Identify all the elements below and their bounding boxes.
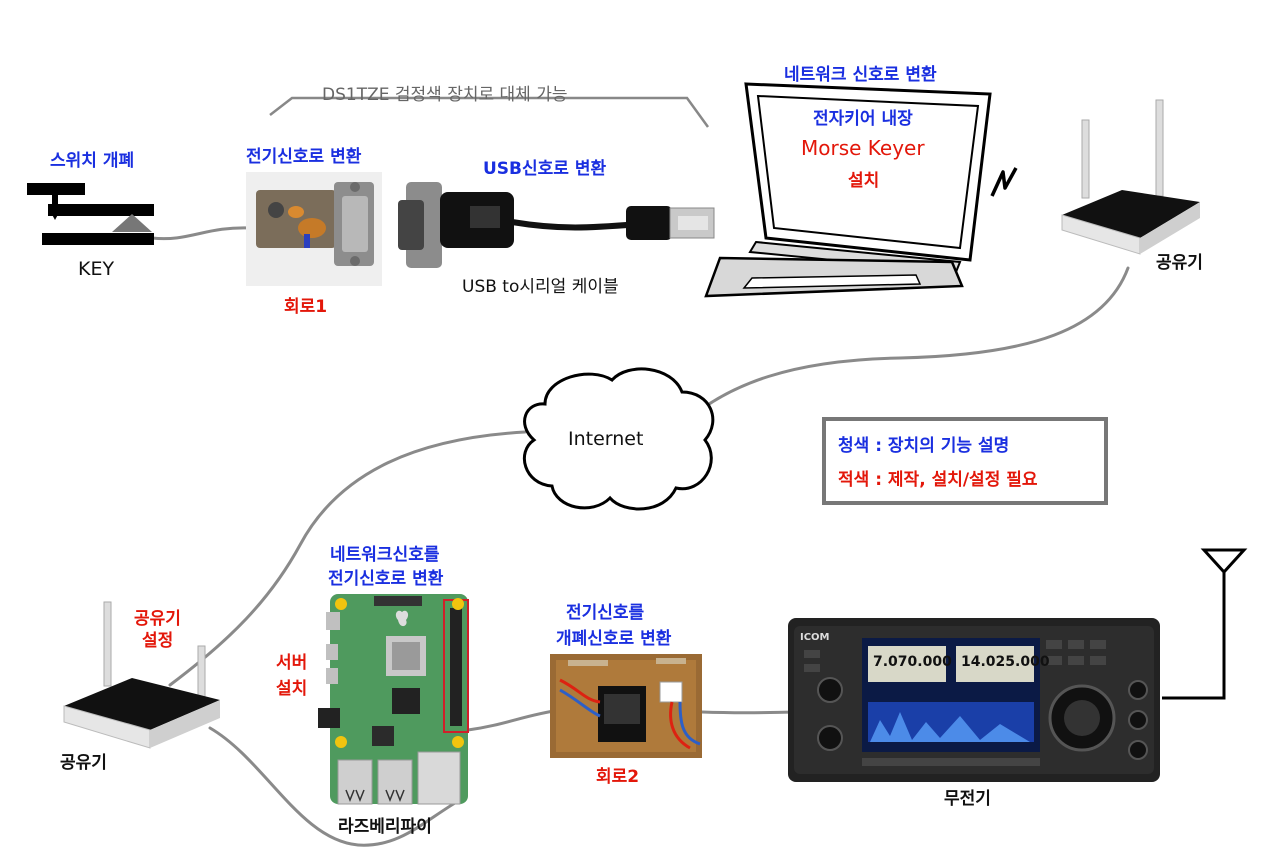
circuit1-label: 회로1 [284,297,328,317]
keyer-builtin-label: 전자키어 내장 [813,109,913,129]
cables [150,226,1130,847]
legend-blue-text: 청색 : 장치의 기능 설명 [838,436,1010,456]
rpi-func-line1: 네트워크신호를 [330,545,440,565]
radio-label: 무전기 [944,789,991,809]
install-label: 설치 [848,171,880,191]
router-setting-line2: 설정 [142,631,174,651]
cable-rpi-to-circuit2 [466,708,562,732]
router-setting-line1: 공유기 [134,609,181,629]
bracket-note: DS1TZE 검정색 장치로 대체 가능 [322,85,568,105]
router-icon-bottom [63,601,220,749]
circuit2-label: 회로2 [596,767,640,787]
server-line2: 설치 [276,679,308,699]
internet-label: Internet [568,428,644,450]
radio-freq-b: 14.025.000 [961,654,1050,670]
telegraph-key-icon [27,183,154,245]
cable-router-to-internet [688,266,1130,420]
raspberry-pi-icon [318,594,469,805]
morse-keyer-label: Morse Keyer [801,136,925,160]
key-label: KEY [78,258,115,280]
cable-key-to-circuit1 [150,226,254,241]
circuit2-func-line2: 개폐신호로 변환 [556,629,672,649]
router-icon-top [1061,99,1200,255]
wireless-icon [990,167,1018,197]
radio-brand: ICOM [800,632,830,643]
cable-circuit2-to-radio [700,710,797,715]
rpi-func-line2: 전기신호로 변환 [328,569,444,589]
db9-adapter-icon [246,172,382,286]
cable-router-to-rpi [208,726,462,847]
net-convert-label: 네트워크 신호로 변환 [784,65,937,85]
router-bottom-label: 공유기 [60,753,107,773]
usb-convert-label: USB신호로 변환 [483,159,607,179]
cloud-icon [522,367,715,511]
router-top-label: 공유기 [1156,253,1203,273]
bracket-line [269,96,710,128]
server-line1: 서버 [276,653,308,673]
legend-red-text: 적색 : 제작, 설치/설정 필요 [838,470,1038,490]
cable-internet-to-router [168,430,527,687]
raspberry-pi-label: 라즈베리파이 [338,817,432,837]
legend-box: 청색 : 장치의 기능 설명 적색 : 제작, 설치/설정 필요 [822,417,1108,505]
usb-cable-label: USB to시리얼 케이블 [462,277,619,297]
usb-serial-cable-icon [398,182,715,268]
perfboard-circuit-icon [550,654,702,758]
transceiver-icon [788,618,1160,782]
antenna-icon [1162,548,1248,700]
pc-monitor-icon [704,82,992,298]
switch-note: 스위치 개폐 [50,151,135,171]
elec-convert-label: 전기신호로 변환 [246,147,362,167]
radio-freq-a: 7.070.000 [873,654,952,670]
circuit2-func-line1: 전기신호를 [566,603,645,623]
